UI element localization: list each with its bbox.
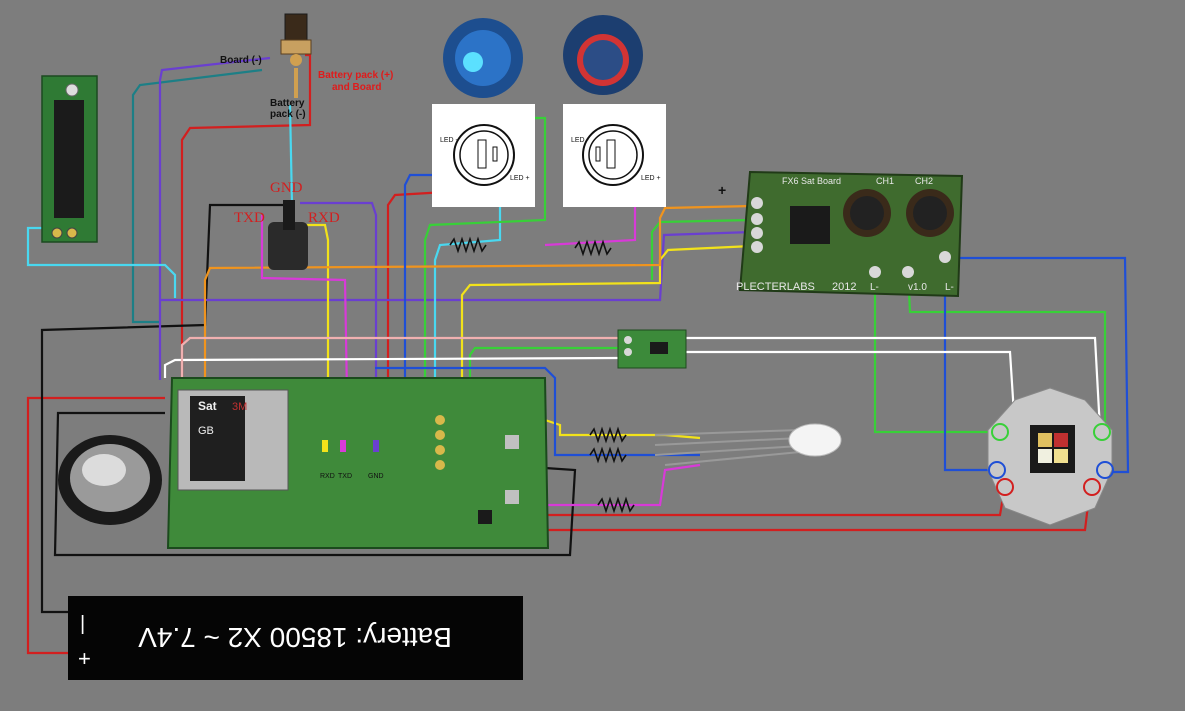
label-battery-neg-2: pack (-)	[270, 109, 306, 120]
yellow-wire-txd	[300, 223, 330, 450]
wires	[26, 53, 1130, 655]
black-wire-speaker	[53, 411, 577, 557]
purple-wire-board	[160, 230, 753, 302]
pink-wire	[180, 336, 620, 380]
button-red-ring	[563, 15, 643, 95]
teal-wire-board-neg	[131, 68, 263, 324]
label-board-ch2: CH2	[915, 176, 933, 186]
label-board-lminus-2: L-	[945, 282, 954, 293]
blue-wire-led-2	[950, 256, 1130, 474]
small-board	[617, 329, 687, 369]
label-board-ch1: CH1	[876, 176, 894, 186]
small-ic-module	[41, 75, 98, 243]
label-board-year: 2012	[832, 281, 856, 293]
label-plus-sign: +	[718, 182, 726, 198]
label-board-neg: Board (-)	[220, 55, 262, 66]
label-board-lminus-1: L-	[870, 282, 879, 293]
green-wire-sat	[650, 218, 753, 280]
red-wire-jack	[180, 53, 312, 380]
red-wire-battery-plus	[26, 396, 165, 655]
label-rxd: RXD	[308, 210, 340, 226]
battery	[68, 596, 523, 680]
button-pinout-2	[563, 104, 666, 207]
magenta-wire-rxd	[260, 215, 350, 451]
resistor-magenta-led	[597, 496, 635, 514]
blue-wire-led	[943, 258, 995, 472]
label-board-version: v1.0	[908, 282, 927, 293]
green-wire-led	[873, 275, 1000, 434]
label-led-plus-2: LED +	[641, 175, 661, 182]
battery-plus: +	[78, 646, 91, 671]
orange-wire	[203, 204, 753, 380]
label-txd: TXD	[234, 210, 265, 226]
label-led-minus-2: LED -	[571, 137, 590, 144]
label-led-minus-1: LED -	[440, 137, 459, 144]
label-battery-neg-1: Battery	[270, 98, 305, 109]
cyan-wire-board	[433, 205, 502, 380]
label-battery-pos-1: Battery pack (+)	[318, 70, 393, 81]
label-pin-txd: TXD	[338, 473, 352, 480]
speaker	[58, 435, 162, 525]
label-pin-gnd: GND	[368, 473, 384, 480]
cyan-wire-module	[26, 226, 177, 298]
label-pin-rxd: RXD	[320, 473, 335, 480]
white-wire-top	[163, 356, 621, 378]
battery-text: Battery: 18500 X2 ~ 7.4V	[138, 622, 452, 653]
label-led-plus-1: LED +	[510, 175, 530, 182]
sat-board	[738, 170, 964, 298]
resistors	[449, 236, 635, 514]
label-board-brand: PLECTERLABS	[736, 281, 815, 293]
resistor-magenta	[574, 239, 612, 257]
button-pinout-1	[432, 104, 535, 207]
main-board	[166, 377, 550, 549]
label-gnd: GND	[270, 180, 303, 196]
resistor-yellow	[589, 426, 627, 444]
magenta-wire-led	[545, 463, 701, 507]
battery-label: Battery: 18500 X2 ~ 7.4V	[138, 622, 452, 653]
button-blue	[443, 18, 523, 98]
white-wire-led-2	[680, 350, 1017, 431]
yellow-wire-sat	[460, 244, 753, 380]
label-sd-gb: GB	[198, 425, 214, 437]
rgb-led	[654, 423, 842, 466]
power-jack	[280, 13, 312, 98]
purple-wire-rxd	[300, 201, 378, 450]
resistor-blue	[589, 446, 627, 464]
label-battery-pos-2: and Board	[332, 82, 381, 93]
purple-wire-top	[158, 56, 271, 380]
label-board-title: FX6 Sat Board	[782, 176, 841, 186]
star-led	[987, 387, 1114, 526]
resistor-cyan	[449, 236, 487, 254]
yellow-wire-led	[544, 418, 701, 440]
black-wire-battery-minus	[40, 203, 285, 614]
label-sd-card: Sat	[198, 399, 217, 413]
serial-connector	[268, 200, 308, 270]
cyan-wire-jack	[288, 104, 294, 206]
battery-minus: |	[80, 613, 85, 635]
white-wire-led	[680, 336, 1102, 431]
label-sd-size: 3M	[232, 401, 247, 413]
